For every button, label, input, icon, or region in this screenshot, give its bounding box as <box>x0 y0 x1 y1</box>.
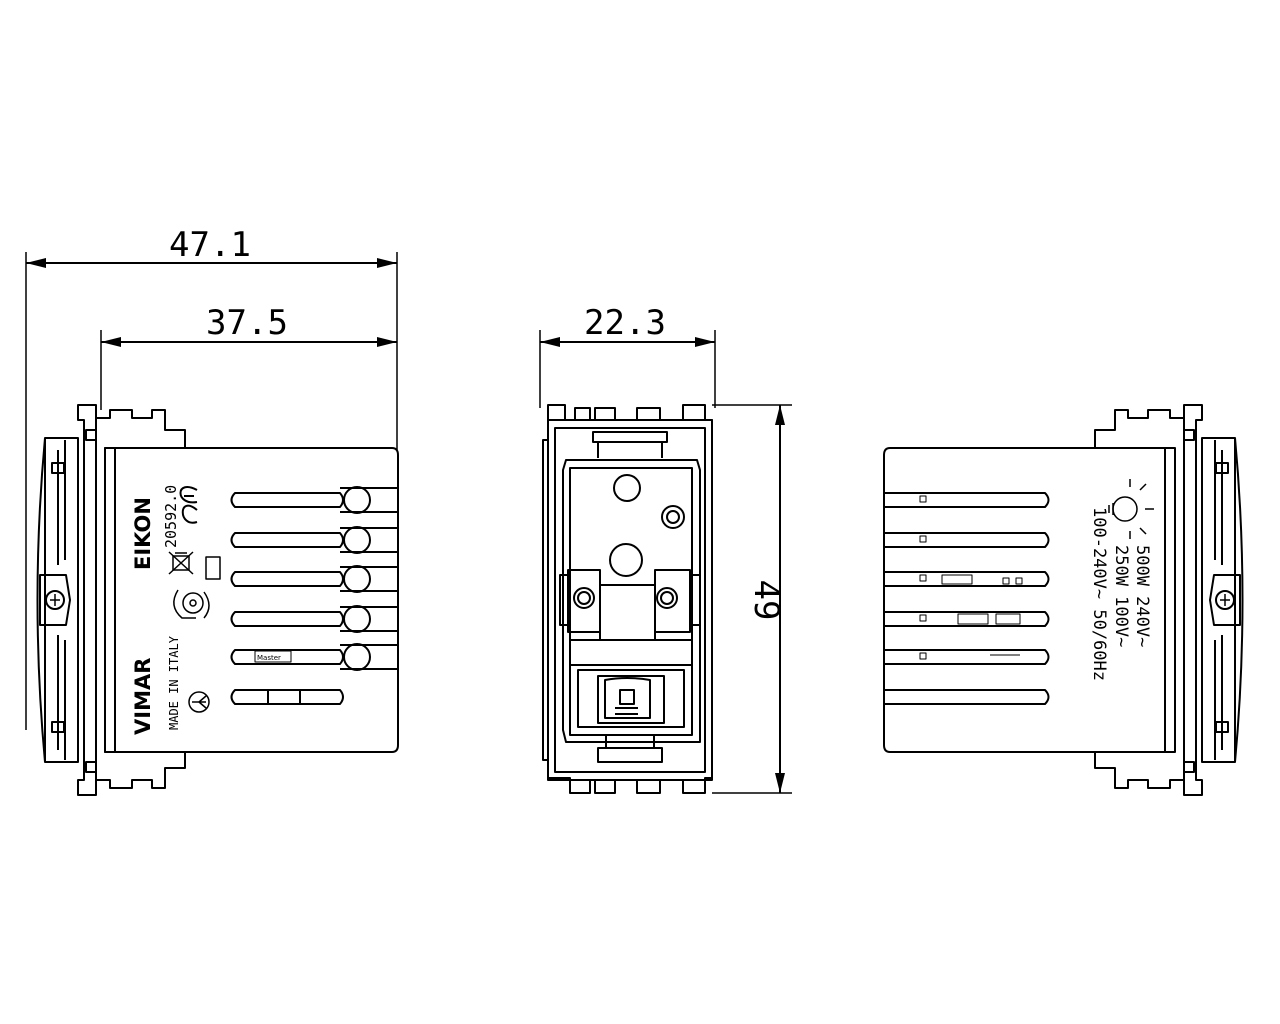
lamp-icon <box>1108 479 1154 539</box>
terminal-slot <box>230 605 398 633</box>
weee-bar <box>205 556 221 580</box>
left-side-view <box>36 404 399 796</box>
terminal-block <box>230 486 398 705</box>
overall-width-label: 47.1 <box>169 225 251 265</box>
terminal-slot <box>230 689 344 705</box>
dimension-height <box>712 404 792 794</box>
spec-line-3: 100-240V~ 50/60Hz <box>1089 507 1109 681</box>
crossed-bin-icon <box>168 551 194 575</box>
hexagon-symbol-icon <box>188 691 210 713</box>
ce-mark-e <box>179 486 198 504</box>
terminal-slot <box>230 643 398 671</box>
body-width-label: 37.5 <box>206 303 288 343</box>
vent-slots <box>884 492 1050 705</box>
height-label: 49 <box>746 580 786 621</box>
series-label: EIKON <box>131 497 155 570</box>
terminal-slot <box>230 526 398 554</box>
recycle-icon <box>173 589 210 619</box>
dimension-overall-width <box>25 252 398 730</box>
terminal-slot <box>230 486 398 514</box>
front-view <box>542 404 713 794</box>
right-side-view <box>883 404 1244 796</box>
dimension-front-width <box>539 330 716 408</box>
terminal-slot <box>230 565 398 593</box>
spec-line-1: 500W 240V~ <box>1132 545 1152 647</box>
spec-line-2: 250W 100V~ <box>1111 545 1131 647</box>
article-code: 20592.0 <box>162 485 180 548</box>
brand-label: VIMAR <box>131 658 155 735</box>
ce-mark <box>181 504 198 524</box>
dimension-body-width <box>100 330 397 410</box>
front-width-label: 22.3 <box>584 303 666 343</box>
origin-label: MADE IN ITALY <box>167 635 181 730</box>
terminal-label: Master <box>257 654 281 662</box>
